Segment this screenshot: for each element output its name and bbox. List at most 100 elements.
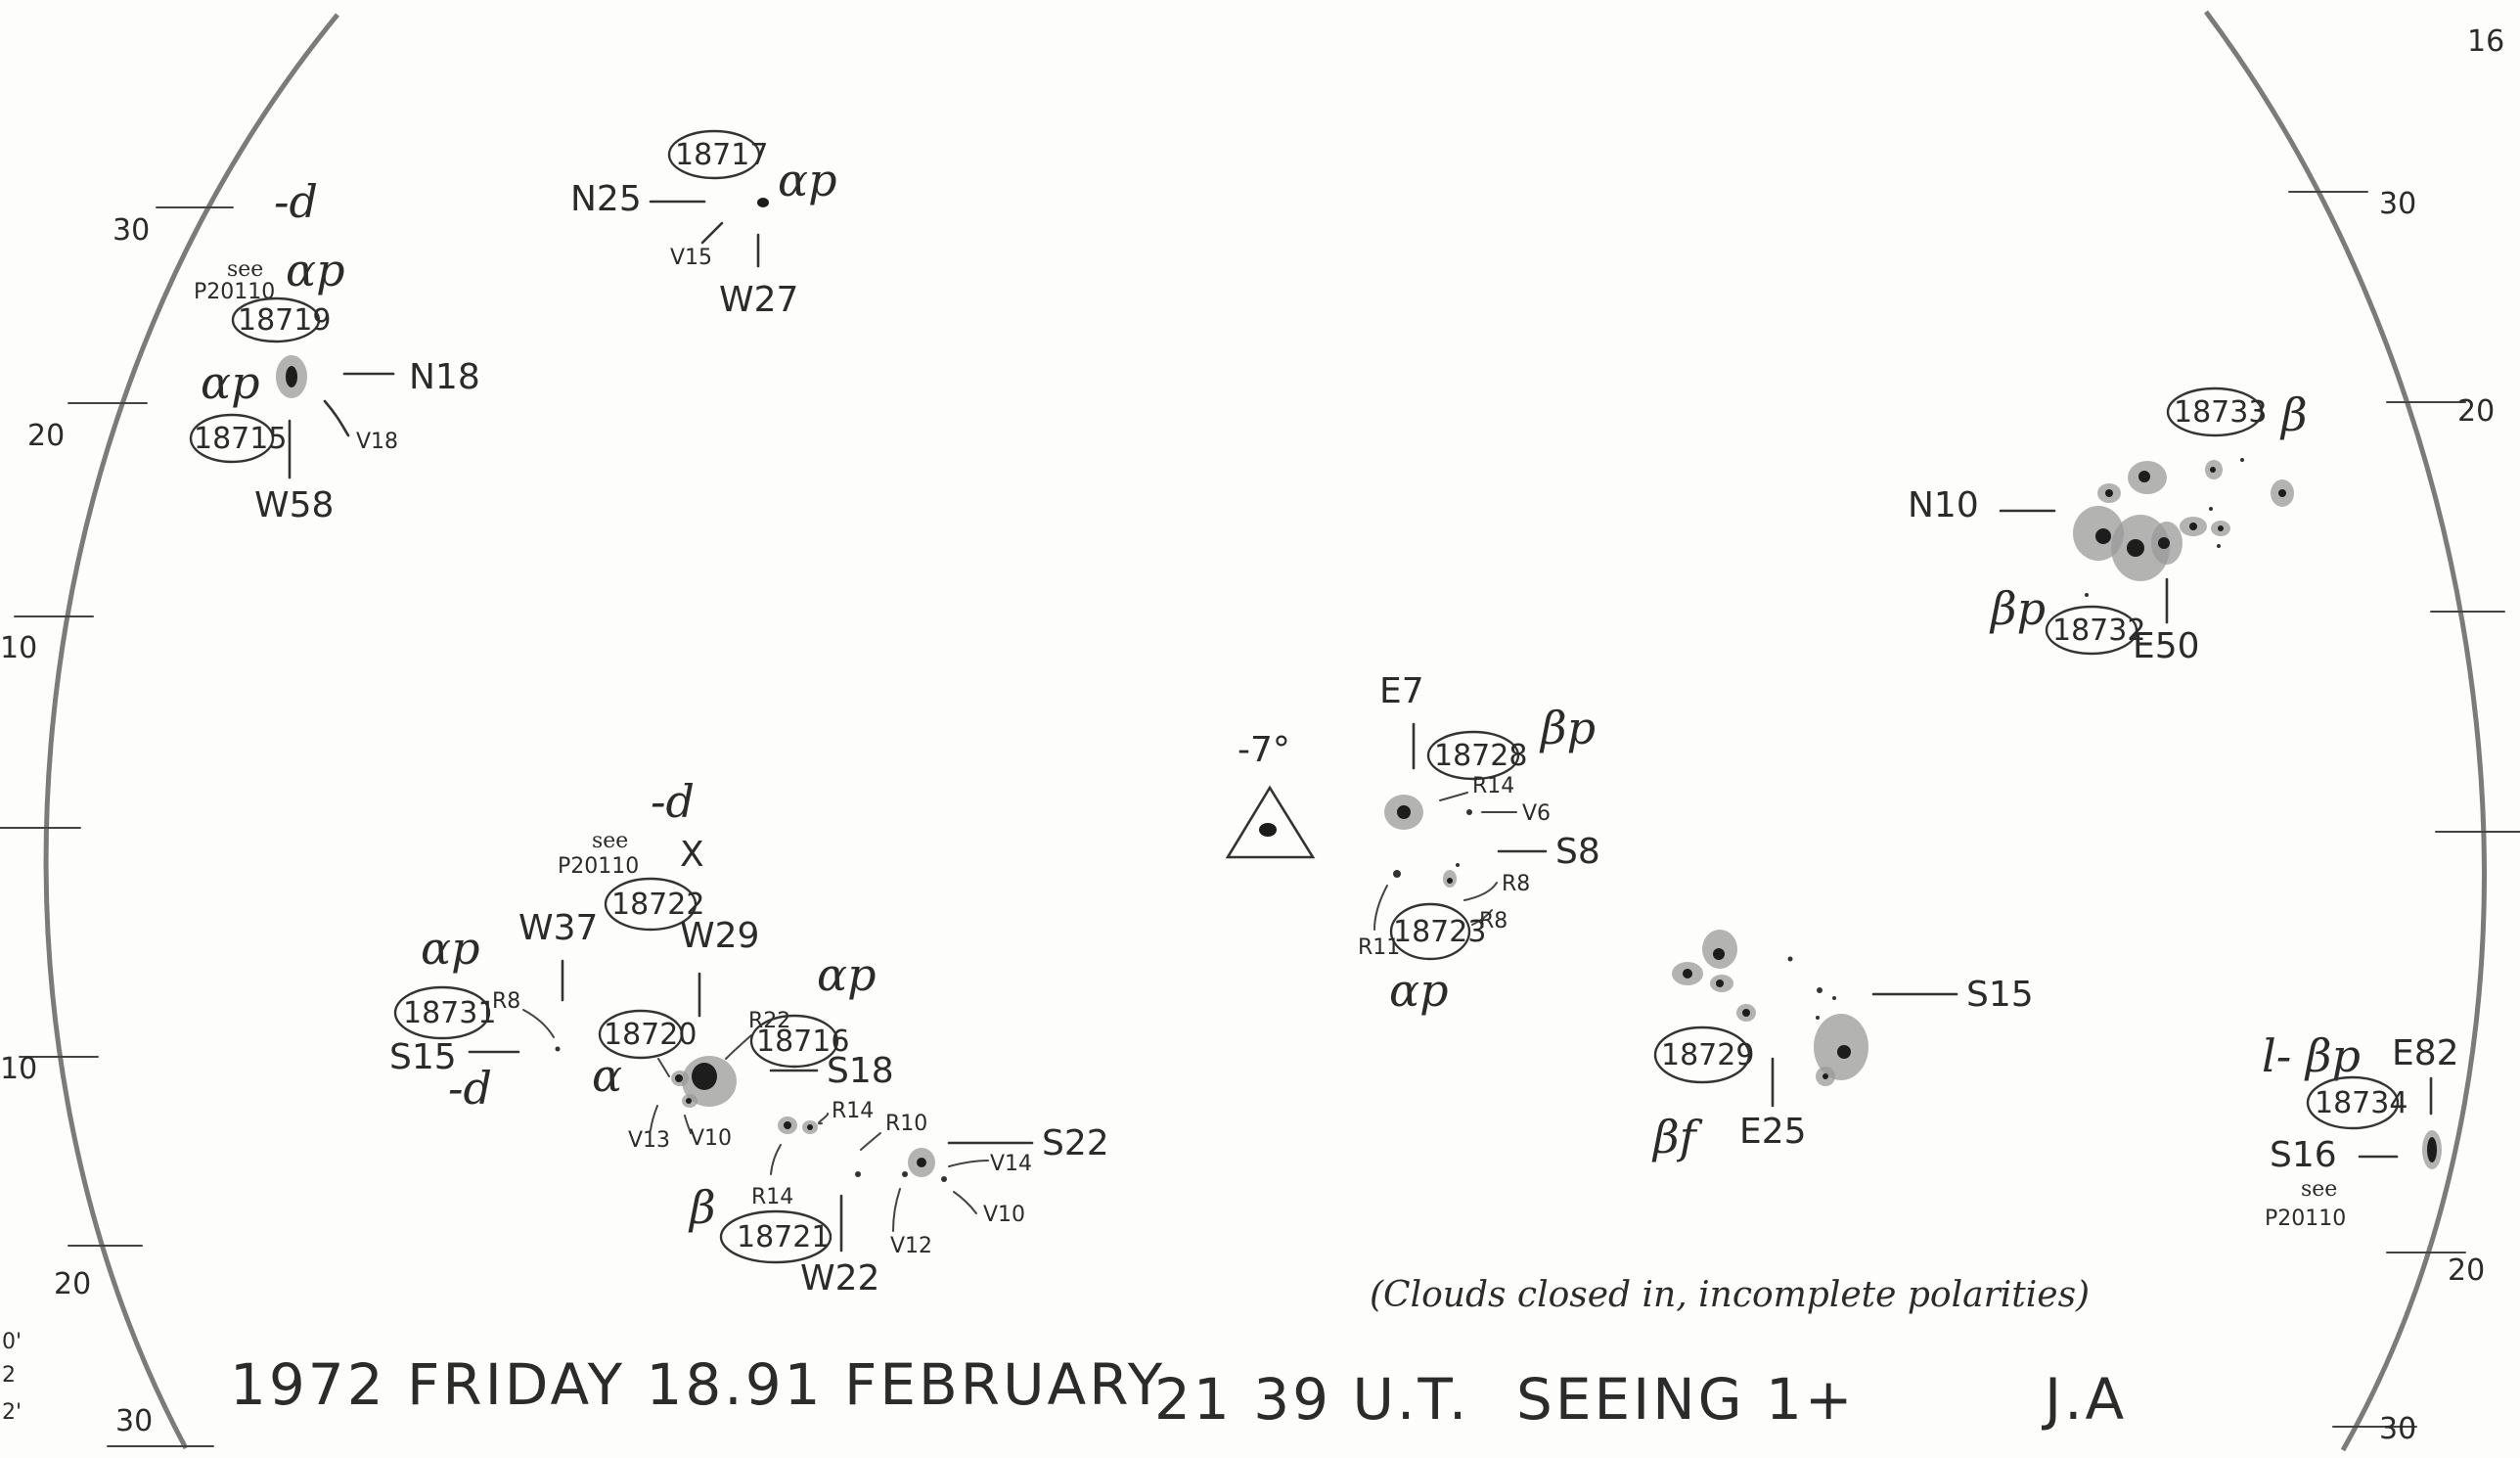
region-latitude: N10 (1908, 485, 1979, 525)
region-number-oval (2166, 387, 2264, 437)
region-latitude: S16 (2270, 1135, 2337, 1175)
observation-time: 21 39 U.T. (1154, 1366, 1469, 1433)
region-latitude: S22 (1042, 1123, 1109, 1163)
region-extra: R8 (1479, 909, 1508, 934)
region-mark: X (680, 835, 704, 875)
region-extra: R11 (1358, 935, 1400, 960)
grid-label: 30 (112, 213, 150, 248)
region-latitude: S15 (389, 1037, 457, 1077)
region-18723: S8 R8 R8 18723 R11 αp (1358, 832, 1600, 1017)
sunspot (286, 366, 297, 387)
region-longitude: W27 (719, 280, 798, 320)
grid-label: 30 (2379, 1412, 2416, 1446)
region-longitude: W37 (518, 908, 598, 948)
observation-date: 1972 FRIDAY 18.91 FEBRUARY (230, 1351, 1165, 1418)
region-class: β (2279, 388, 2308, 441)
region-extra: R14 (832, 1099, 874, 1123)
region-class: αp (201, 356, 260, 409)
region-class: βf (1651, 1111, 1703, 1163)
region-prefix: -d (274, 175, 318, 228)
latitude-ticks-right (2288, 191, 2520, 1428)
region-number-oval (189, 413, 275, 464)
seeing-rating: SEEING 1+ (1516, 1366, 1855, 1433)
region-number-oval (598, 1009, 684, 1060)
region-longitude: E82 (2392, 1033, 2459, 1073)
grid-label: 30 (115, 1404, 153, 1438)
grid-label: 20 (54, 1267, 91, 1301)
region-18720: W29 18720 α V13 V10 (592, 916, 759, 1153)
region-number-oval (1426, 730, 1520, 781)
solar-limb-right (2203, 10, 2487, 1452)
region-18719: -d see αp P20110 18719 (194, 175, 345, 343)
region-number: 18717 (675, 138, 768, 172)
region-class: βp (1989, 582, 2046, 635)
region-extra: R8 (1502, 872, 1530, 896)
region-18728: E7 18728 βp R14 V6 (1379, 671, 1596, 830)
region-longitude: E50 (2133, 626, 2200, 666)
region-latitude: N18 (409, 357, 480, 397)
region-18731: αp 18731 R8 S15 -d (389, 922, 561, 1115)
region-number: 18719 (238, 303, 331, 338)
region-extra: V14 (990, 1152, 1032, 1176)
region-extra: V10 (983, 1203, 1025, 1227)
region-18715: αp N18 18715 V18 W58 (189, 355, 480, 525)
region-latitude: S8 (1555, 832, 1600, 872)
region-extra: V12 (890, 1234, 932, 1258)
region-class: -d (651, 775, 695, 828)
region-number-oval (749, 1014, 839, 1069)
region-extra: R10 (885, 1112, 927, 1136)
region-18721: R14 R10 S22 V14 V12 V10 β R14 18721 W22 (688, 1099, 1109, 1299)
region-class: l- βp (2262, 1029, 2361, 1082)
region-class: αp (286, 244, 345, 296)
region-longitude: E25 (1739, 1112, 1807, 1152)
region-number: 18720 (604, 1018, 697, 1052)
region-number-oval (2306, 1075, 2400, 1130)
region-number: 18731 (403, 996, 496, 1030)
region-number: 18715 (194, 422, 287, 456)
region-18733: 18733 β N10 (1908, 387, 2308, 581)
region-latitude: S15 (1966, 975, 2034, 1015)
grid-label: 20 (27, 419, 65, 453)
margin-mark: 2 (2, 1363, 16, 1388)
region-18722: -d see P20110 X W37 18722 (518, 775, 704, 1002)
region-class: αp (1389, 964, 1449, 1017)
region-see: see (592, 829, 628, 853)
region-number-oval (231, 296, 321, 343)
margin-mark: 0' (2, 1330, 22, 1354)
orientation-marker: -7° (1225, 730, 1316, 859)
region-number: 18732 (2052, 614, 2145, 648)
region-class: αp (778, 154, 837, 206)
orientation-angle: -7° (1238, 730, 1290, 770)
region-number-oval (719, 1209, 832, 1264)
region-ref: P20110 (2265, 1207, 2346, 1231)
region-latitude: S18 (827, 1051, 894, 1091)
region-ref: P20110 (558, 854, 639, 879)
sunspot (2427, 1137, 2437, 1162)
region-extra: V10 (690, 1126, 732, 1151)
grid-label: 30 (2379, 187, 2416, 221)
region-number: 18722 (611, 888, 704, 922)
region-longitude: W22 (800, 1258, 879, 1299)
region-number: 18728 (1434, 739, 1527, 773)
region-extra: R8 (492, 989, 520, 1014)
region-18717: 18717 αp N25 V15 W27 (570, 129, 837, 320)
region-number: 18723 (1393, 915, 1486, 949)
region-longitude: E7 (1379, 671, 1424, 711)
region-number: 18721 (737, 1220, 830, 1254)
clouds-note: (Clouds closed in, incomplete polarities… (1370, 1275, 2090, 1315)
sunspot (692, 1063, 717, 1090)
margin-mark: 2' (2, 1400, 22, 1425)
region-class: αp (421, 922, 480, 975)
region-18732: βp 18732 E50 (1989, 577, 2200, 666)
region-see: see (227, 257, 263, 282)
region-number-oval (2045, 605, 2138, 656)
region-suffix: -d (448, 1062, 492, 1115)
grid-label: 20 (2457, 394, 2495, 429)
region-longitude: W29 (680, 916, 759, 956)
region-longitude: W58 (254, 485, 334, 525)
region-number: 18733 (2174, 395, 2267, 430)
region-class: βp (1539, 702, 1596, 754)
region-class: β (688, 1181, 716, 1234)
